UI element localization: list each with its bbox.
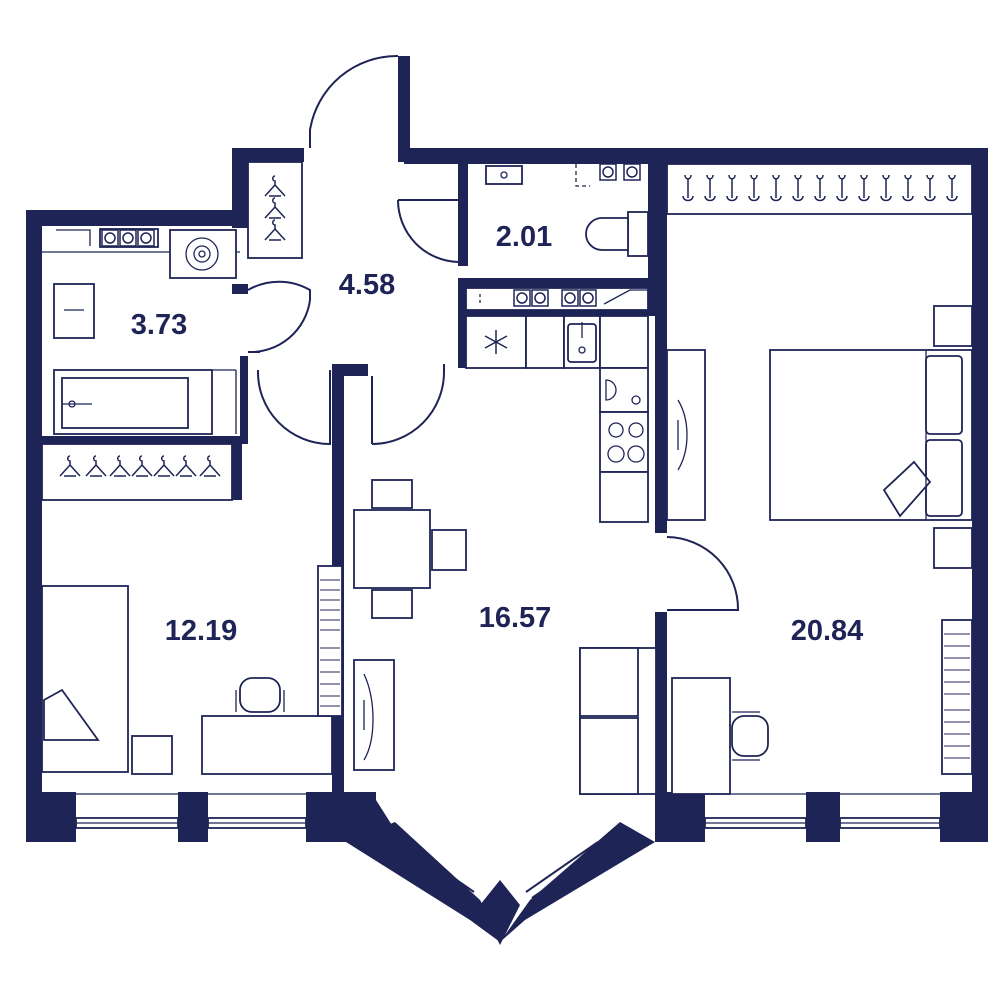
living-room-furniture	[353, 349, 706, 795]
windows	[42, 793, 972, 899]
hallway-area: 4.58	[339, 269, 395, 301]
walls	[26, 56, 988, 945]
living-room-area: 16.57	[479, 602, 552, 634]
bedroom-furniture	[666, 163, 973, 795]
children-room-area: 12.19	[165, 615, 238, 647]
bathroom-fixtures	[42, 228, 240, 435]
toilet-fixtures	[485, 163, 649, 257]
washing-machine-icon	[169, 229, 237, 279]
children-room-furniture	[41, 443, 343, 775]
bedroom-area: 20.84	[791, 615, 864, 647]
area-labels: 4.58 2.01 3.73 12.19 16.57 20.84	[131, 221, 864, 647]
hallway-wardrobe	[247, 161, 303, 259]
doors	[247, 54, 740, 611]
toilet-area: 2.01	[496, 221, 552, 253]
bathroom-area: 3.73	[131, 309, 187, 341]
kitchen	[465, 287, 649, 523]
